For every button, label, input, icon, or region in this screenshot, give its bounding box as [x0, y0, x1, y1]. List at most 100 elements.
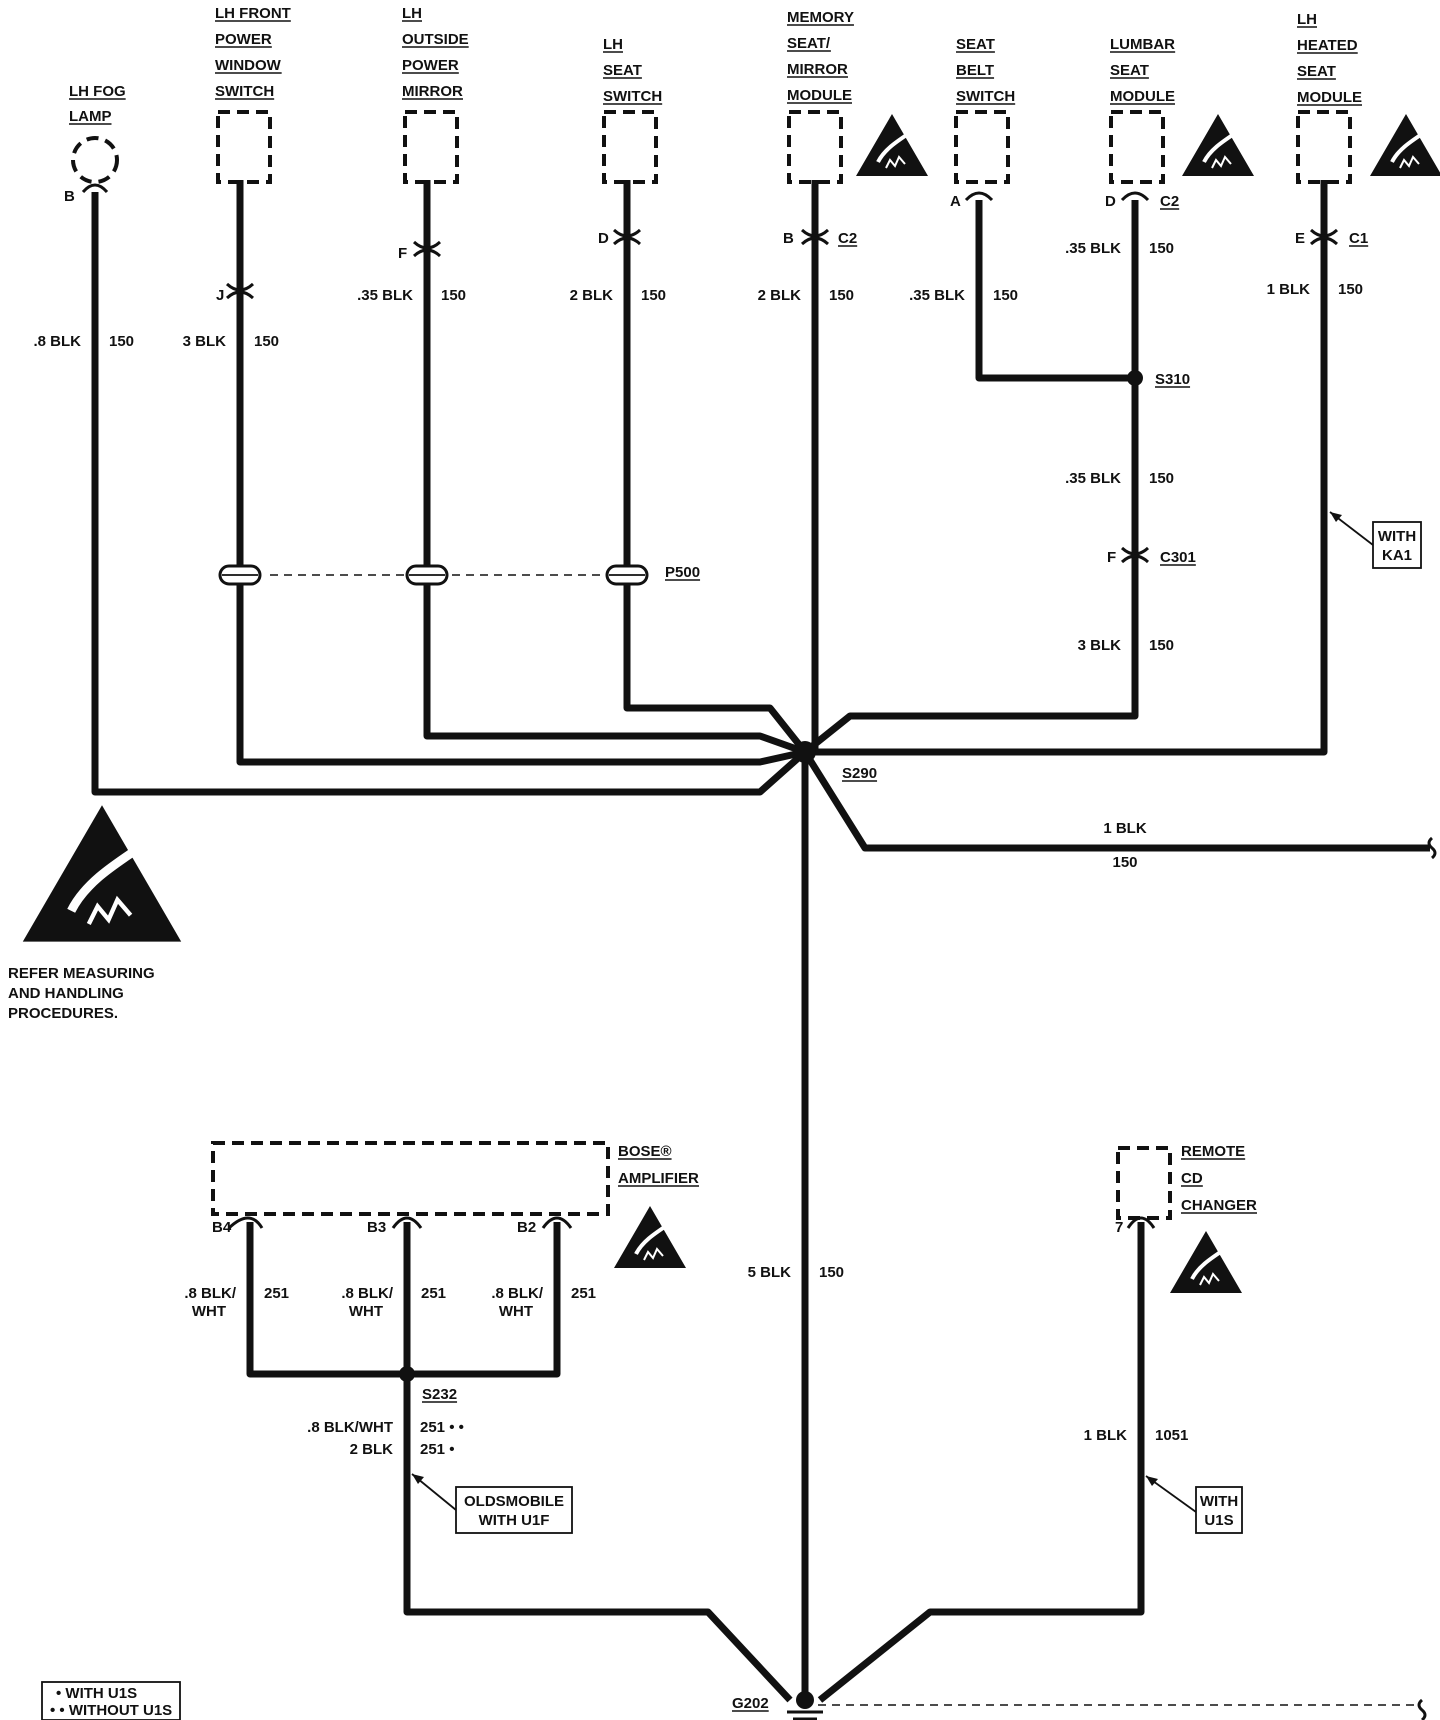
pin-label: 7 — [1115, 1219, 1123, 1236]
lumbar-module-title: SEAT — [1110, 62, 1149, 79]
wire-gauge-label: .8 BLK/WHT — [307, 1419, 393, 1436]
wire-gauge-label: 2 BLK — [350, 1441, 394, 1458]
connector-label: C2 — [1160, 193, 1179, 210]
wire-gauge-label: .35 BLK — [1065, 240, 1121, 257]
seat-switch-wire — [623, 180, 808, 755]
mirror-title: POWER — [402, 57, 459, 74]
cd-changer-wire — [817, 1222, 1145, 1703]
mirror-box — [403, 110, 459, 184]
fog-lamp-wire — [91, 192, 808, 796]
connector-label: C2 — [838, 230, 857, 247]
seat-switch-title: LH — [603, 36, 623, 53]
s232-label: S232 — [422, 1386, 457, 1403]
s232-splice — [399, 1366, 415, 1382]
bose-amplifier-title: AMPLIFIER — [618, 1170, 699, 1187]
circuit-number-label: 150 — [1338, 281, 1363, 298]
pin-label: A — [950, 193, 961, 210]
pin-label: B4 — [212, 1219, 232, 1236]
circuit-number-label: 150 — [1149, 470, 1174, 487]
s290-label: S290 — [842, 765, 877, 782]
esd-warning-icon — [854, 112, 930, 178]
circuit-number-label: 150 — [1149, 637, 1174, 654]
cd-changer-title: CHANGER — [1181, 1197, 1257, 1214]
seat-switch-title: SEAT — [603, 62, 642, 79]
lumbar-module-box — [1109, 110, 1165, 184]
legend-item: • • WITHOUT U1S — [50, 1702, 172, 1719]
belt-switch-title: SEAT — [956, 36, 995, 53]
esd-note: AND HANDLING — [8, 985, 124, 1002]
circuit-number-label: 150 — [819, 1264, 844, 1281]
cd-changer-box — [1116, 1146, 1172, 1220]
connector-cups — [81, 183, 1339, 1230]
wire-gauge-label: 1 BLK — [1267, 281, 1311, 298]
wire-gauge-label: 3 BLK — [1078, 637, 1122, 654]
window-switch-wire — [236, 180, 806, 766]
lumbar-module-title: LUMBAR — [1110, 36, 1175, 53]
with-ka1-note: KA1 — [1382, 547, 1412, 564]
mirror-title: MIRROR — [402, 83, 463, 100]
esd-note: REFER MEASURING — [8, 965, 155, 982]
esd-warning-icon — [1168, 1229, 1244, 1295]
s310-splice — [1127, 370, 1143, 386]
pin-label: F — [398, 245, 407, 262]
esd-warning-icon — [1180, 112, 1256, 178]
wire-break-symbol — [1417, 1698, 1427, 1720]
circuit-number-label: 150 — [1112, 854, 1137, 871]
pin-label: B3 — [367, 1219, 386, 1236]
memory-module-title: MEMORY — [787, 9, 854, 26]
mirror-title: OUTSIDE — [402, 31, 469, 48]
heated-seat-title: MODULE — [1297, 89, 1362, 106]
circuit-number-label: 150 — [441, 287, 466, 304]
cd-changer-title: CD — [1181, 1170, 1203, 1187]
s290-splice — [794, 741, 816, 763]
esd-warning-icon — [23, 805, 181, 941]
with-ka1-callout — [1329, 511, 1422, 569]
seat-switch-box — [602, 110, 658, 184]
s310-label: S310 — [1155, 371, 1190, 388]
with-u1s-note: WITH — [1200, 1493, 1238, 1510]
lumbar-module-title: MODULE — [1110, 88, 1175, 105]
wire-gauge-label: .8 BLK — [33, 333, 81, 350]
wire-gauge-label: 5 BLK — [748, 1264, 792, 1281]
wire-gauge-label: .35 BLK — [1065, 470, 1121, 487]
amp-wire-label: WHT — [192, 1303, 226, 1320]
wire-gauge-label: .35 BLK — [357, 287, 413, 304]
connector-label: C301 — [1160, 549, 1196, 566]
fog-lamp-title: LH FOG — [69, 83, 126, 100]
heated-seat-wire — [805, 180, 1328, 756]
mirror-wire — [423, 180, 807, 756]
belt-switch-title: BELT — [956, 62, 994, 79]
circuit-number-label: 251 • — [420, 1441, 454, 1458]
connector-label: C1 — [1349, 230, 1368, 247]
amp-wire-label: 251 — [571, 1285, 596, 1302]
pin-label: E — [1295, 230, 1305, 247]
circuit-number-label: 251 • • — [420, 1419, 464, 1436]
circuit-number-label: 1051 — [1155, 1427, 1188, 1444]
wire-gauge-label: 1 BLK — [1084, 1427, 1128, 1444]
amp-wire-label: .8 BLK/ — [491, 1285, 544, 1302]
window-switch-title: LH FRONT — [215, 5, 291, 22]
window-switch-title: WINDOW — [215, 57, 282, 74]
wire-gauge-label: 1 BLK — [1103, 820, 1147, 837]
pin-label: D — [598, 230, 609, 247]
bose-amplifier-title: BOSE® — [618, 1143, 672, 1160]
memory-module-title: SEAT/ — [787, 35, 831, 52]
heated-seat-title: SEAT — [1297, 63, 1336, 80]
circuit-number-label: 150 — [829, 287, 854, 304]
g202-label: G202 — [732, 1695, 769, 1712]
pin-label: F — [1107, 549, 1116, 566]
amp-wire-label: WHT — [499, 1303, 533, 1320]
lumbar-wire — [802, 200, 1139, 755]
memory-module-box — [787, 110, 843, 184]
fog-lamp-title: LAMP — [69, 108, 112, 125]
wire-gauge-label: .35 BLK — [909, 287, 965, 304]
memory-module-title: MODULE — [787, 87, 852, 104]
s232-ground-wire — [403, 1374, 793, 1703]
esd-warning-icon — [1368, 112, 1440, 178]
pin-label: D — [1105, 193, 1116, 210]
amp-wire-label: 251 — [421, 1285, 446, 1302]
wire-gauge-label: 3 BLK — [183, 333, 227, 350]
amp-wire-label: WHT — [349, 1303, 383, 1320]
ground-icon — [787, 1691, 1415, 1720]
bose-amplifier-box — [211, 1141, 610, 1216]
